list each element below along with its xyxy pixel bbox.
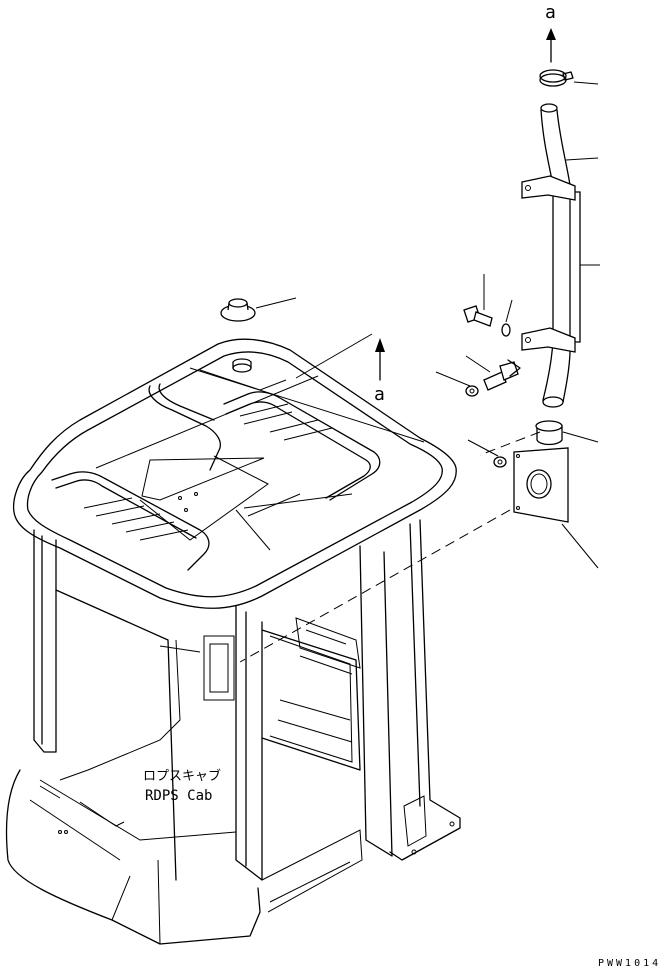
wing-bolt bbox=[465, 355, 521, 391]
leader-wing-bolt bbox=[465, 355, 491, 373]
leader-clamp-lower bbox=[562, 431, 599, 443]
mounting-plate bbox=[513, 447, 599, 569]
leader-washer-1 bbox=[435, 371, 471, 387]
view-arrow-cab: a bbox=[374, 338, 385, 405]
leader-cap bbox=[255, 297, 297, 309]
drawing-number: PWW1014 bbox=[598, 958, 661, 969]
view-arrow-top: a bbox=[545, 2, 556, 63]
leader-window bbox=[159, 645, 201, 653]
hose-clamp-top bbox=[539, 69, 599, 87]
hose-clamp-lower bbox=[535, 420, 599, 446]
roof-cap bbox=[220, 297, 297, 373]
leader-clamp-top bbox=[573, 81, 599, 85]
assembly-line-pipe bbox=[479, 431, 541, 456]
leader-pipe bbox=[565, 157, 599, 161]
view-label-top: a bbox=[545, 2, 556, 23]
cab-label-en: RDPS Cab bbox=[145, 788, 212, 804]
cab-label-jp: ロプスキャブ bbox=[143, 768, 221, 784]
washer-1 bbox=[435, 371, 479, 397]
view-label-cab: a bbox=[374, 384, 385, 405]
washer-2 bbox=[467, 439, 507, 468]
leader-cab-roof bbox=[295, 333, 373, 379]
leader-washer bbox=[505, 299, 513, 323]
cab-label: ロプスキャブ RDPS Cab bbox=[143, 768, 221, 804]
leader-washer-2 bbox=[467, 439, 499, 457]
leader-plate bbox=[561, 523, 599, 569]
rops-cab bbox=[5, 338, 461, 945]
bolt-and-washer bbox=[463, 274, 513, 337]
breather-pipe bbox=[521, 103, 600, 408]
